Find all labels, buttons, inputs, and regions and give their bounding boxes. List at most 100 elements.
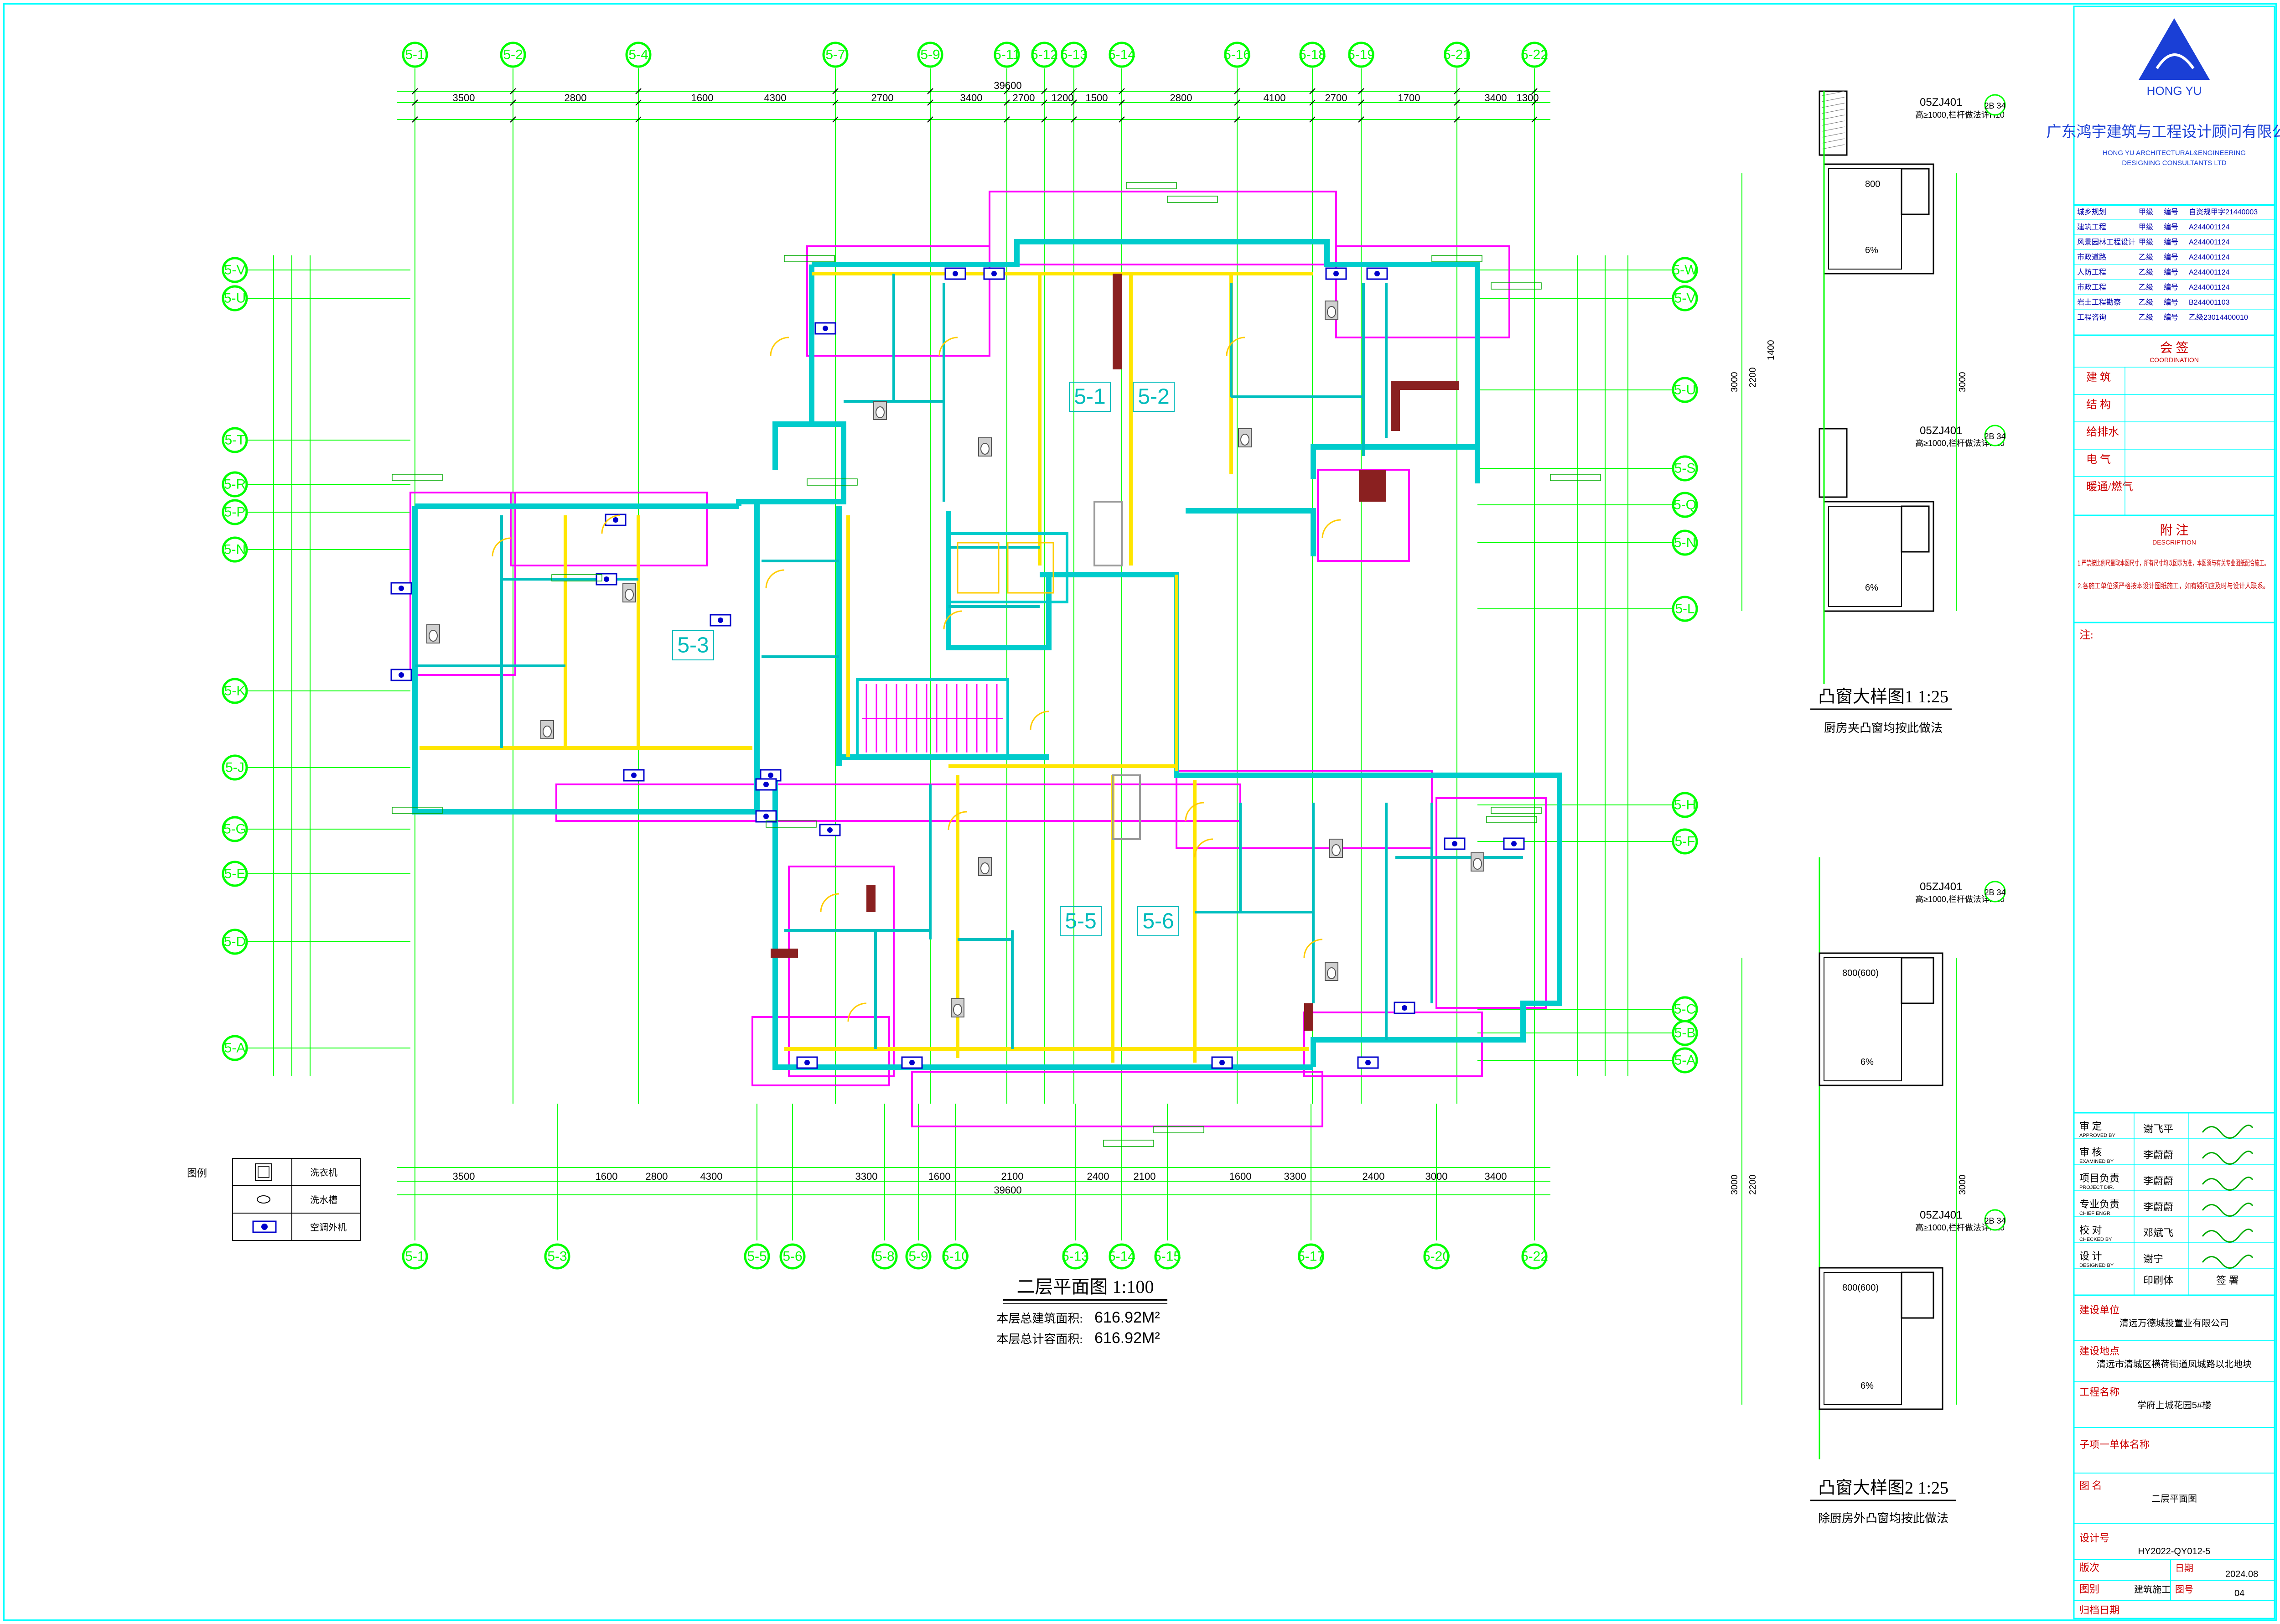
unit-label-box [672, 630, 714, 660]
company-name-en-2: DESIGNING CONSULTANTS LTD [2122, 159, 2226, 167]
detail-2: 05ZJ401 高≥1000,栏杆做法详H10 2B 34 05ZJ401 高≥… [1730, 857, 2006, 1525]
axis-label: 5-22 [1521, 47, 1548, 62]
axis-bubble-circle [402, 1243, 428, 1270]
qual-grade: 甲级 [2139, 223, 2153, 231]
dim-top: 2800 [1170, 92, 1192, 104]
dim-bottom: 1600 [596, 1171, 618, 1182]
balcony-outlines [409, 191, 1547, 1127]
axis-bubble-circle [1224, 42, 1250, 68]
sign-name: 邓斌飞 [2143, 1227, 2173, 1239]
qual-label: 编号 [2164, 238, 2178, 246]
axis-bubble-left: 5-D [222, 929, 248, 955]
axis-bubble-circle [1031, 42, 1057, 68]
dim-tick [1041, 116, 1047, 123]
axis-bubble-circle [222, 257, 248, 283]
sign-role: 校 对 [2079, 1224, 2102, 1236]
area-net-label: 本层总计容面积: [996, 1333, 1083, 1346]
axis-bubble-right: 5-S [1672, 455, 1698, 482]
axis-bubble-top: 5-14 [1108, 42, 1135, 68]
dim-top: 1200 [1052, 92, 1074, 104]
axis-bubble-circle [222, 861, 248, 887]
doors [492, 337, 1341, 1022]
dim-tick [1119, 88, 1125, 94]
callout-leader [1491, 282, 1542, 290]
axis-bubble-circle [1109, 42, 1135, 68]
dim-tick [412, 88, 418, 94]
dim-tick [1071, 116, 1077, 123]
qual-label: 编号 [2164, 268, 2178, 276]
ac-unit-dot [953, 271, 958, 276]
axis-label: 5-J [225, 760, 244, 775]
qual-number: A244001124 [2189, 269, 2230, 276]
door-arc [948, 811, 967, 830]
dim-tick [927, 116, 933, 123]
sign-role: 专业负责 [2079, 1199, 2119, 1210]
toilet-bowl [876, 406, 885, 418]
door-arc [601, 514, 621, 534]
axis-bubble-circle [1672, 377, 1698, 403]
sign-role: 项目负责 [2079, 1173, 2119, 1184]
dim-top: 3500 [453, 92, 475, 104]
axis-bubble-right: 5-C [1672, 996, 1698, 1022]
sign-name: 李蔚蔚 [2143, 1201, 2173, 1213]
dim-tick [1119, 99, 1125, 106]
axis-bubble-bottom: 5-3 [544, 1243, 570, 1270]
detail-1-dim-3000-right: 3000 [1958, 372, 1968, 393]
project-field-value: 清远市清城区横荷街道凤城路以北地块 [2097, 1359, 2252, 1370]
ac-unit-dot [763, 814, 769, 819]
axis-bubble-left: 5-K [222, 678, 248, 704]
unit-label-box [1069, 382, 1111, 412]
sign-role-en: DESIGNED BY [2079, 1263, 2114, 1268]
detail-2-dim-3000: 3000 [1730, 1175, 1740, 1195]
axis-bubble-top: 5-22 [1521, 42, 1548, 68]
axis-bubble-circle [1154, 1243, 1181, 1270]
signature-label: 签 署 [2216, 1275, 2239, 1286]
sign-role-en: PROJECT DIR. [2079, 1185, 2114, 1190]
axis-label: 5-R [224, 477, 246, 492]
project-field-label: 建设单位 [2079, 1304, 2119, 1316]
axis-label: 5-Q [1674, 498, 1696, 513]
axis-bubble-right: 5-H [1672, 792, 1698, 818]
unit-label-box [1133, 382, 1175, 412]
area-build-label: 本层总建筑面积: [996, 1312, 1083, 1325]
hatch-line [1821, 120, 1845, 126]
axis-label: 5-E [224, 866, 246, 882]
exterior-walls [412, 239, 1562, 1070]
axis-bubble-circle [994, 42, 1020, 68]
axis-bubble-bottom: 5-8 [871, 1243, 898, 1270]
detail-1-window-top-frame [1828, 168, 1902, 270]
detail-2-window-bot-frame [1824, 1272, 1902, 1405]
dim-tick [635, 99, 642, 106]
door-arc [1321, 519, 1341, 539]
washer-icon [255, 1163, 272, 1181]
axis-bubble-circle [222, 471, 248, 498]
unit-label: 5-1 [1074, 385, 1105, 409]
dim-tick [1531, 99, 1538, 106]
plan-annotations [392, 182, 1601, 1147]
handwritten-signature [2202, 1176, 2254, 1191]
detail-1-ref-note-mid: 高≥1000,栏杆做法详H10 [1915, 439, 2005, 448]
logo-text: HONG YU [2147, 84, 2202, 98]
detail-2-ref-note-mid: 高≥1000,栏杆做法详H10 [1915, 1223, 2005, 1232]
axis-label: 5-7 [825, 47, 845, 62]
dim-tick [635, 116, 642, 123]
axis-label: 5-B [1674, 1026, 1696, 1041]
axis-bubble-top: 5-9 [917, 42, 943, 68]
dim-bottom: 3300 [1284, 1171, 1306, 1182]
axis-bubble-circle [222, 1035, 248, 1061]
dim-tick [927, 99, 933, 106]
ac-unit-dot [613, 517, 618, 523]
toilet-bowl [543, 726, 552, 737]
axis-label: 5-F [1675, 834, 1695, 849]
project-field-value: HY2022-QY012-5 [2138, 1546, 2211, 1557]
plan-title: 二层平面图 1:100 [1016, 1276, 1154, 1297]
door-arc [1194, 838, 1213, 858]
ac-unit-dot [827, 827, 833, 833]
detail-1-ledge-bot [1901, 505, 1930, 553]
axis-bubble-top: 5-13 [1060, 42, 1088, 68]
detail-1-slope-2: 6% [1865, 583, 1878, 593]
